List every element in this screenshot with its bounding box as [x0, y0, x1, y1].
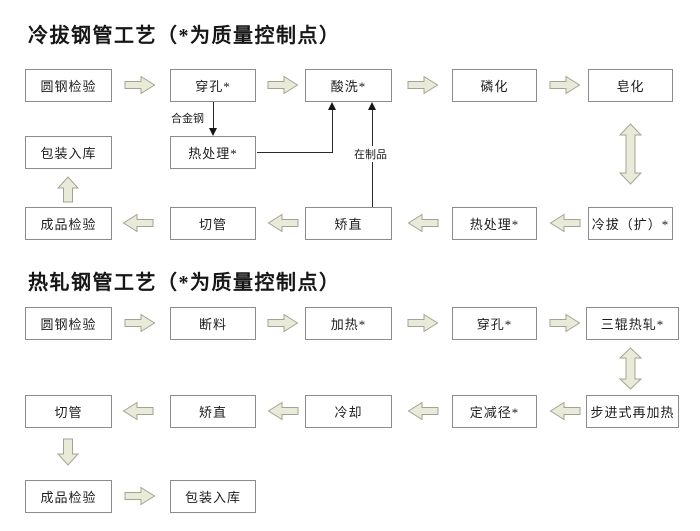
box-saponification: 皂化 — [588, 69, 673, 102]
box-finished-product-inspection: 成品检验 — [25, 480, 112, 513]
box-packaging-storage: 包装入库 — [170, 480, 256, 513]
box-straightening: 矫直 — [170, 395, 256, 428]
flow-arrow-right-icon — [124, 75, 156, 95]
box-phosphating: 磷化 — [452, 69, 537, 102]
flow-arrow-updown-icon — [619, 123, 642, 185]
box-heating: 加热* — [305, 307, 392, 340]
flow-arrow-right-icon — [407, 75, 439, 95]
box-heat-treatment-alloy: 热处理* — [170, 136, 256, 169]
connector-line — [213, 102, 214, 129]
work-in-process-label: 在制品 — [352, 146, 389, 162]
flow-arrow-left-icon — [267, 401, 299, 421]
box-piercing: 穿孔* — [452, 307, 537, 340]
box-walking-beam-reheating: 步进式再加热 — [586, 395, 679, 428]
flow-arrow-right-icon — [267, 75, 299, 95]
flow-arrow-left-icon — [122, 213, 154, 233]
box-heat-treatment: 热处理* — [452, 207, 537, 240]
alloy-steel-label: 合金钢 — [169, 110, 206, 126]
connector-line — [257, 152, 333, 153]
box-straightening: 矫直 — [305, 207, 392, 240]
box-billet-cutting: 断料 — [170, 307, 256, 340]
flow-arrow-right-icon — [124, 313, 156, 333]
box-piercing: 穿孔* — [170, 69, 256, 102]
arrowhead-up-icon — [368, 102, 376, 110]
connector-line — [332, 109, 333, 153]
arrowhead-up-icon — [328, 102, 336, 110]
flow-arrow-right-icon — [407, 313, 439, 333]
flow-arrow-up-icon — [57, 176, 79, 203]
box-round-steel-inspection: 圆钢检验 — [25, 69, 112, 102]
flow-arrow-right-icon — [549, 75, 581, 95]
box-pipe-cutting: 切管 — [170, 207, 256, 240]
box-round-steel-inspection: 圆钢检验 — [25, 307, 112, 340]
flow-arrow-right-icon — [124, 486, 156, 506]
flow-arrow-left-icon — [549, 401, 581, 421]
flow-arrow-down-icon — [57, 438, 79, 466]
box-pickling: 酸洗* — [305, 69, 392, 102]
flow-arrow-left-icon — [122, 401, 154, 421]
flow-arrow-left-icon — [267, 213, 299, 233]
flow-arrow-right-icon — [549, 313, 581, 333]
flow-arrow-left-icon — [549, 213, 581, 233]
box-cooling: 冷却 — [305, 395, 392, 428]
flow-arrow-left-icon — [407, 401, 439, 421]
box-finished-product-inspection: 成品检验 — [25, 207, 112, 240]
box-cold-drawing-expanding: 冷拔（扩）* — [588, 207, 673, 240]
flow-arrow-right-icon — [267, 313, 299, 333]
box-three-roll-hot-rolling: 三辊热轧* — [586, 307, 679, 340]
flow-arrow-updown-icon — [619, 347, 642, 390]
cold-drawn-title: 冷拔钢管工艺（*为质量控制点） — [28, 25, 341, 47]
box-packaging-storage: 包装入库 — [25, 136, 112, 169]
flow-arrow-left-icon — [407, 213, 439, 233]
box-pipe-cutting: 切管 — [25, 395, 112, 428]
box-sizing-reducing: 定减径* — [452, 395, 537, 428]
hot-rolled-title: 热轧钢管工艺（*为质量控制点） — [28, 272, 341, 294]
arrowhead-down-icon — [209, 128, 217, 136]
